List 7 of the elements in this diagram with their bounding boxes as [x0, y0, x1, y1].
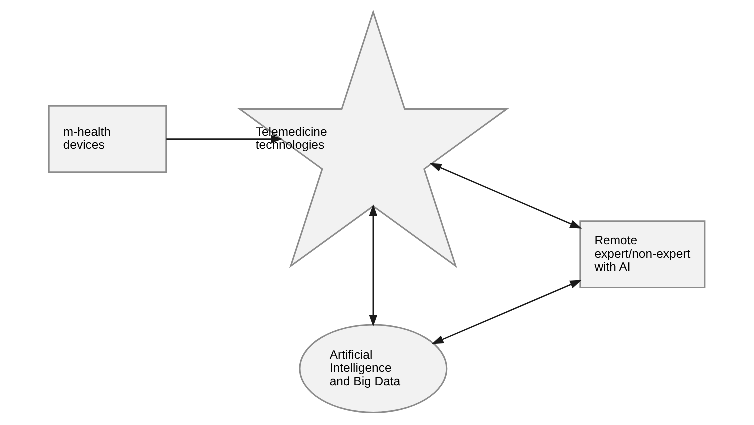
node-box: Remote expert/non-expert with AI [580, 220, 706, 288]
node-box: m-health devices [48, 105, 168, 174]
node-ellipse: Artificial Intelligence and Big Data [299, 324, 448, 414]
arrow [430, 163, 582, 229]
arrow [432, 280, 582, 344]
arrow [166, 135, 284, 144]
arrow [369, 204, 378, 327]
